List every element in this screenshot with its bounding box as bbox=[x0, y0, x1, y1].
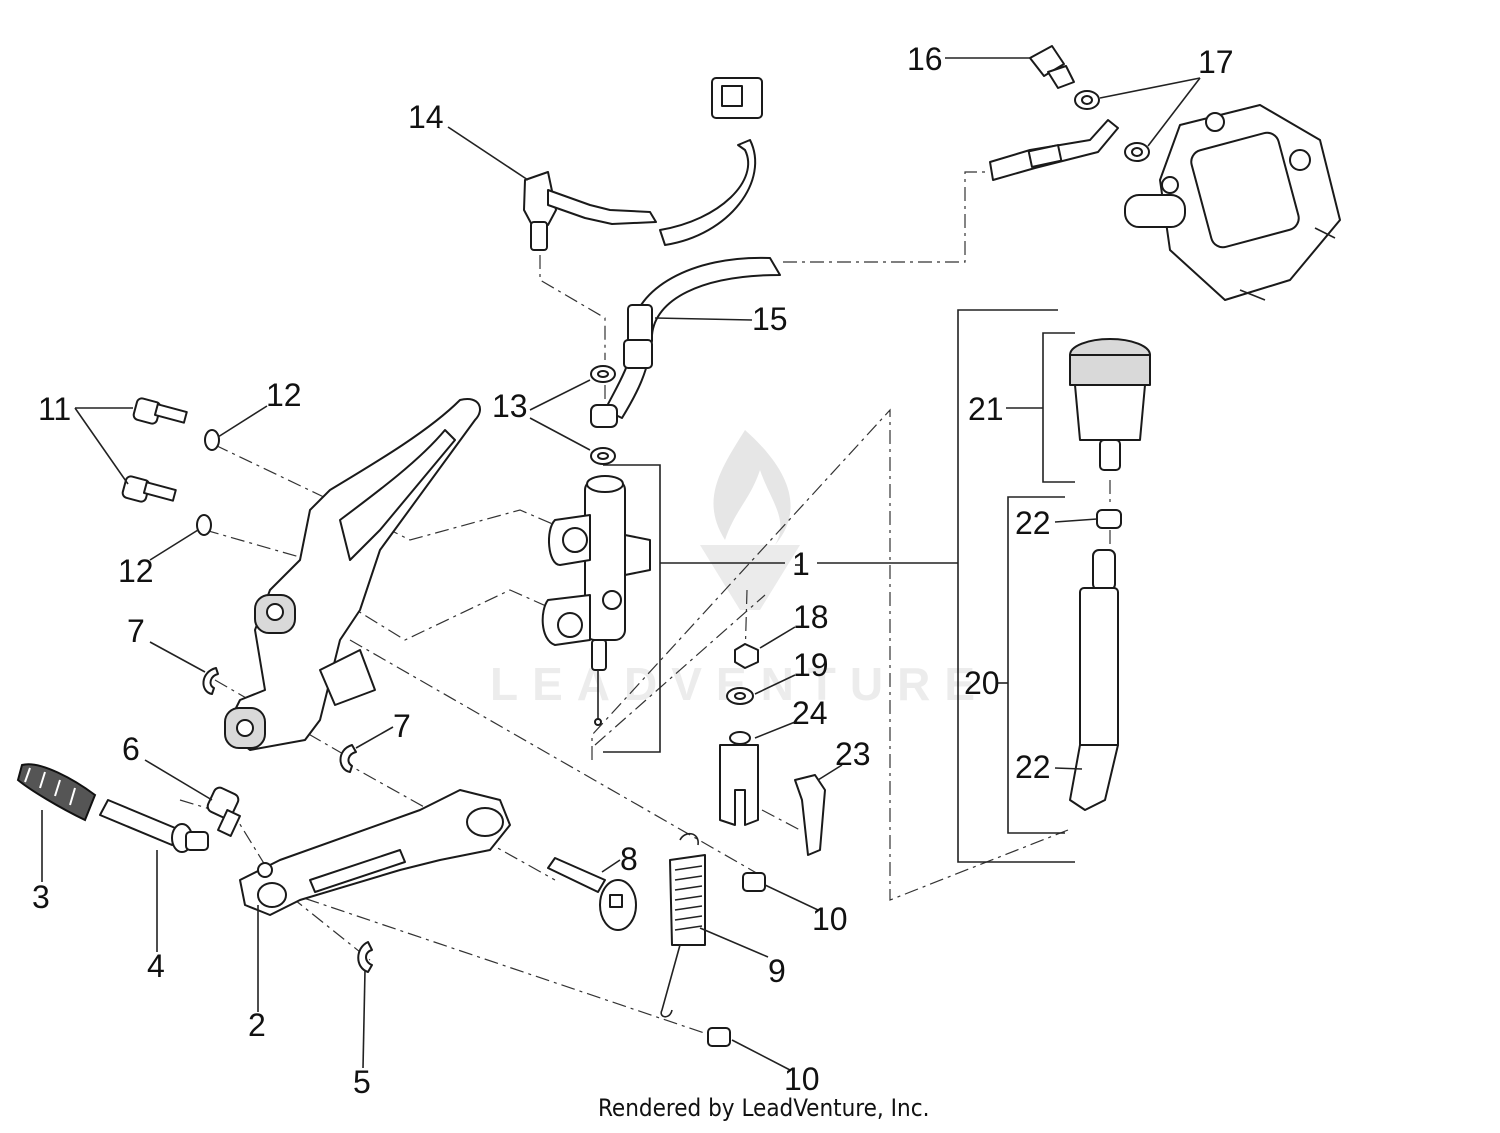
callout-10-upper: 10 bbox=[812, 901, 848, 937]
spring-bolts bbox=[707, 872, 766, 1047]
return-spring bbox=[660, 832, 706, 1018]
footer-credit: Rendered by LeadVenture, Inc. bbox=[598, 1094, 929, 1122]
watermark: LEADVENTURE bbox=[490, 430, 975, 710]
brake-hose-upper bbox=[989, 119, 1119, 181]
callout-15: 15 bbox=[752, 301, 788, 337]
callout-14: 14 bbox=[408, 99, 444, 135]
callout-24: 24 bbox=[792, 695, 828, 731]
callout-23: 23 bbox=[835, 736, 871, 772]
callout-4: 4 bbox=[147, 948, 165, 984]
callout-12-upper: 12 bbox=[266, 377, 302, 413]
callout-16: 16 bbox=[907, 41, 943, 77]
fluid-reservoir bbox=[1069, 338, 1151, 471]
sealing-washers bbox=[1074, 90, 1150, 162]
pivot-pin bbox=[547, 857, 637, 931]
callout-1: 1 bbox=[792, 546, 810, 582]
callout-7-lower: 7 bbox=[393, 708, 411, 744]
callout-9: 9 bbox=[768, 953, 786, 989]
flat-washer bbox=[726, 687, 754, 705]
callout-22-lower: 22 bbox=[1015, 749, 1051, 785]
callout-21: 21 bbox=[968, 391, 1004, 427]
callout-22-upper: 22 bbox=[1015, 505, 1051, 541]
callout-12-lower: 12 bbox=[118, 553, 154, 589]
brake-light-switch bbox=[523, 77, 763, 251]
callout-20: 20 bbox=[964, 665, 1000, 701]
lock-nut bbox=[734, 643, 759, 669]
callout-17: 17 bbox=[1198, 44, 1234, 80]
callout-8: 8 bbox=[620, 841, 638, 877]
callout-5: 5 bbox=[353, 1064, 371, 1100]
master-cylinder bbox=[541, 475, 651, 726]
callout-3: 3 bbox=[32, 879, 50, 915]
footpeg-rubber bbox=[16, 763, 97, 822]
callout-10-lower: 10 bbox=[784, 1061, 820, 1097]
callout-19: 19 bbox=[793, 647, 829, 683]
socket-bolts bbox=[121, 397, 188, 503]
callout-13: 13 bbox=[492, 388, 528, 424]
callout-labels: 1 2 3 4 5 6 7 7 8 9 10 10 11 12 12 13 14… bbox=[32, 41, 1234, 1100]
clevis bbox=[719, 731, 759, 826]
brake-pedal bbox=[239, 789, 511, 916]
banjo-bolt bbox=[1029, 45, 1075, 89]
pivot-bolt bbox=[206, 786, 241, 837]
leader-lines bbox=[41, 57, 1201, 1071]
group-brackets bbox=[603, 309, 1075, 863]
circlips bbox=[202, 667, 357, 773]
reservoir-hose bbox=[1069, 549, 1119, 811]
copper-washers bbox=[590, 365, 618, 465]
callout-18: 18 bbox=[793, 599, 829, 635]
e-clip bbox=[357, 941, 373, 973]
brake-caliper bbox=[1124, 104, 1341, 301]
bracket-washers bbox=[196, 429, 220, 536]
callout-6: 6 bbox=[122, 731, 140, 767]
clevis-clip bbox=[794, 774, 826, 856]
footpeg-pin bbox=[99, 799, 209, 853]
footrest-bracket bbox=[224, 398, 481, 751]
callout-7-upper: 7 bbox=[127, 613, 145, 649]
brake-hose-lower bbox=[604, 256, 781, 419]
callout-11: 11 bbox=[38, 391, 71, 427]
callout-2: 2 bbox=[248, 1007, 266, 1043]
